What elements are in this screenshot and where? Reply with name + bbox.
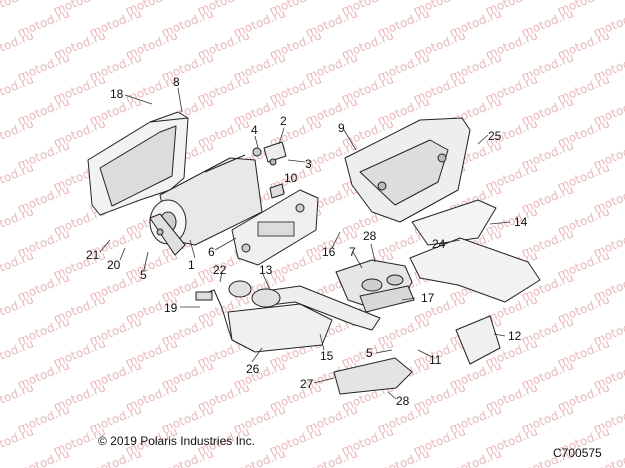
callout-14: 14 (514, 215, 528, 229)
callout-25: 25 (488, 129, 502, 143)
heat-shield-left (87, 111, 189, 216)
callout-21: 21 (86, 248, 100, 262)
callout-7: 7 (349, 245, 356, 259)
heat-shield-lower-right (409, 237, 541, 303)
leader-lines (99, 87, 511, 400)
callout-4: 4 (251, 123, 258, 137)
callout-26: 26 (246, 362, 260, 376)
callout-22: 22 (213, 263, 227, 277)
muffler (149, 154, 263, 256)
callout-15: 15 (320, 349, 334, 363)
callout-24: 24 (432, 237, 446, 251)
callout-1: 1 (188, 258, 195, 272)
manifold-gasket (359, 285, 415, 313)
callout-12: 12 (508, 329, 522, 343)
callout-18: 18 (110, 87, 124, 101)
head-pipe (228, 280, 381, 331)
copyright-text: © 2019 Polaris Industries Inc. (98, 434, 255, 448)
callout-2: 2 (280, 114, 287, 128)
callout-5-right: 5 (366, 346, 373, 360)
callout-11: 11 (429, 353, 442, 367)
callout-27: 27 (300, 377, 314, 391)
callout-10: 10 (284, 171, 298, 185)
callout-17: 17 (421, 291, 435, 305)
cover-plate (455, 315, 501, 365)
callout-6: 6 (208, 245, 215, 259)
callout-20: 20 (107, 258, 121, 272)
mount-bracket (231, 189, 319, 266)
callout-19: 19 (164, 301, 178, 315)
figure-id: C700575 (553, 446, 602, 460)
pipe-heat-shield (227, 303, 333, 353)
shield-bracket (411, 199, 497, 246)
callout-28-top: 28 (363, 229, 377, 243)
o2-sensor (195, 289, 233, 341)
callout-16: 16 (322, 245, 336, 259)
callout-8: 8 (173, 75, 180, 89)
callout-13: 13 (259, 263, 273, 277)
pipe-guard (333, 357, 413, 395)
callout-3: 3 (305, 157, 312, 171)
callout-5-left: 5 (140, 268, 147, 282)
callout-9: 9 (338, 121, 345, 135)
callout-28-bottom: 28 (396, 394, 410, 408)
heat-shield-top-right (344, 117, 471, 223)
muffler-small-parts (252, 141, 287, 199)
